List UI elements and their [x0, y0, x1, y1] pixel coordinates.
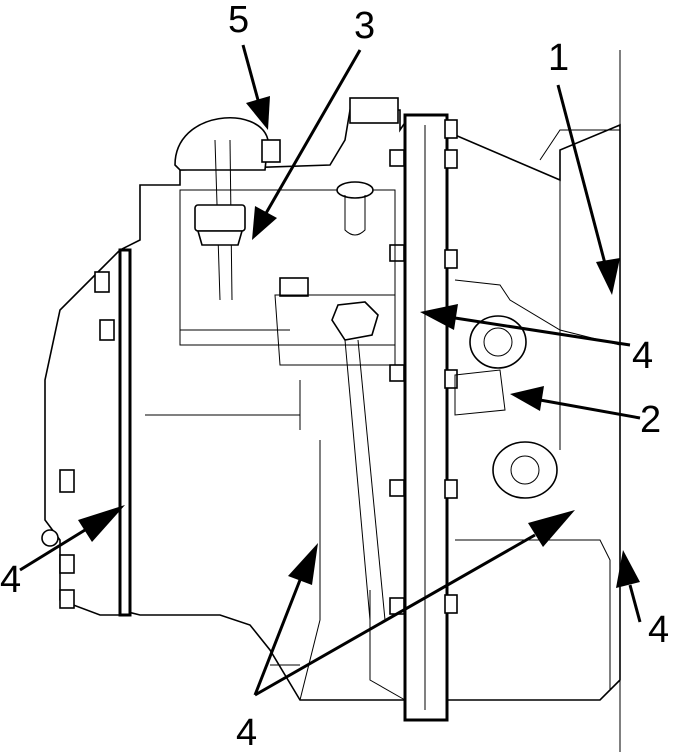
callout-1: 1 [548, 37, 569, 79]
level-plug [194, 204, 246, 246]
arrowhead-1 [596, 258, 620, 295]
arrowhead-5 [246, 96, 270, 130]
arrowhead-4b [78, 505, 125, 542]
arrowhead-4d [528, 510, 575, 547]
dipstick [331, 301, 386, 621]
flange-bolts [389, 119, 458, 615]
arrowhead-2 [510, 386, 544, 411]
arrowhead-4a [420, 304, 458, 330]
callout-leaders [19, 44, 642, 697]
callout-4-bottom: 4 [236, 712, 257, 752]
callout-4-right: 4 [648, 609, 669, 651]
callout-4-upper: 4 [632, 335, 653, 377]
arrowhead-3 [252, 206, 277, 240]
arrowhead-4e [616, 550, 640, 588]
left-cover-bolts [41, 271, 115, 609]
transmission-drawing [41, 50, 621, 752]
arrowhead-4c [288, 543, 318, 585]
callout-2: 2 [640, 399, 661, 441]
callout-5: 5 [228, 0, 249, 41]
callout-4-left: 4 [0, 559, 21, 601]
callout-3: 3 [354, 5, 375, 47]
